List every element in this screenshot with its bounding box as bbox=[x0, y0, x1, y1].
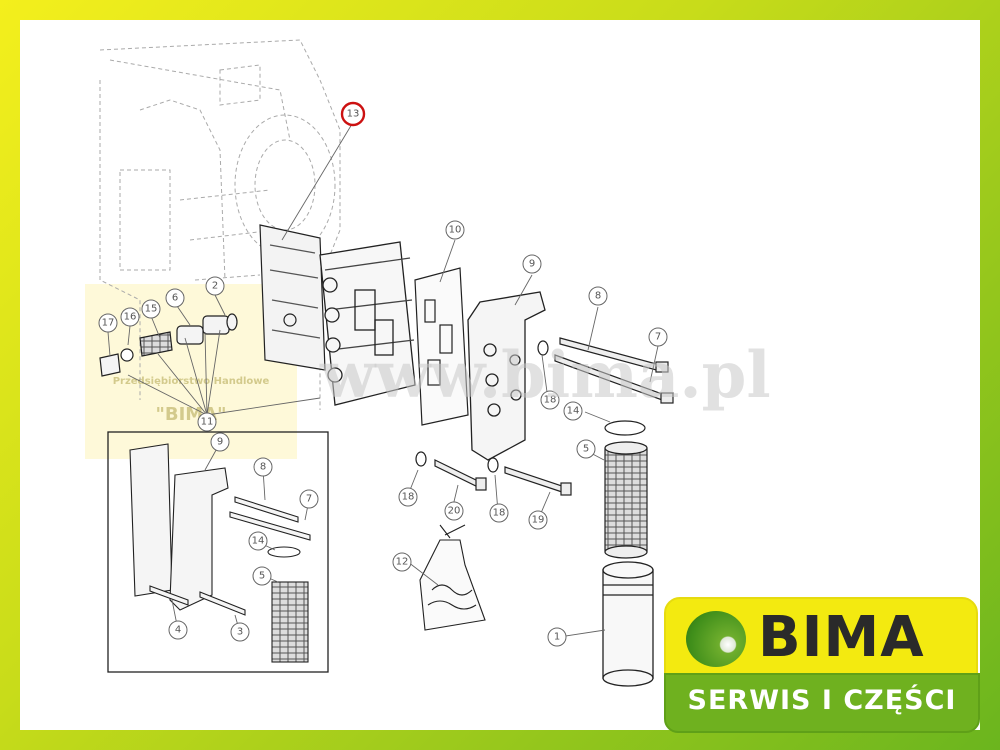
golf-ball-icon bbox=[686, 611, 746, 667]
svg-text:9: 9 bbox=[217, 437, 223, 448]
valve-plate-13 bbox=[259, 224, 326, 371]
callout-8: 8 bbox=[253, 457, 273, 477]
svg-text:14: 14 bbox=[567, 406, 580, 417]
svg-text:10: 10 bbox=[449, 225, 462, 236]
bolts-19-20 bbox=[434, 459, 572, 496]
logo-yellow-panel: BIMA bbox=[664, 597, 978, 679]
callout-14: 14 bbox=[248, 531, 268, 551]
callout-18: 18 bbox=[540, 390, 560, 410]
callout-15: 15 bbox=[141, 299, 161, 319]
svg-text:2: 2 bbox=[212, 281, 218, 292]
svg-text:4: 4 bbox=[175, 625, 181, 636]
svg-text:13: 13 bbox=[347, 109, 360, 120]
svg-text:12: 12 bbox=[396, 557, 409, 568]
callout-13: 13 bbox=[340, 101, 366, 127]
callout-2: 2 bbox=[205, 276, 225, 296]
svg-text:1: 1 bbox=[554, 632, 560, 643]
washers-18 bbox=[415, 340, 549, 473]
svg-text:9: 9 bbox=[529, 259, 535, 270]
small-parts-2-6-15-16-17 bbox=[99, 313, 238, 377]
callout-17: 17 bbox=[98, 313, 118, 333]
svg-text:3: 3 bbox=[237, 627, 243, 638]
svg-text:8: 8 bbox=[595, 291, 601, 302]
callout-9: 9 bbox=[210, 432, 230, 452]
callout-18: 18 bbox=[489, 503, 509, 523]
svg-text:7: 7 bbox=[306, 494, 312, 505]
logo-brand-text: BIMA bbox=[758, 605, 925, 670]
bolts-7-8 bbox=[554, 337, 674, 404]
svg-text:5: 5 bbox=[259, 571, 265, 582]
seal-kit-bag-12 bbox=[419, 524, 486, 631]
callout-4: 4 bbox=[168, 620, 188, 640]
svg-text:14: 14 bbox=[252, 536, 265, 547]
svg-text:17: 17 bbox=[102, 318, 115, 329]
bima-logo: BIMA SERWIS I CZĘŚCI bbox=[664, 597, 980, 737]
callout-1: 1 bbox=[547, 627, 567, 647]
control-valve-body bbox=[319, 241, 416, 406]
callout-18: 18 bbox=[398, 487, 418, 507]
valve-cover-9 bbox=[467, 291, 546, 461]
callout-11: 11 bbox=[197, 412, 217, 432]
svg-text:16: 16 bbox=[124, 312, 137, 323]
separator-plate-10 bbox=[414, 267, 469, 426]
logo-tagline: SERWIS I CZĘŚCI bbox=[687, 685, 957, 716]
callout-9: 9 bbox=[522, 254, 542, 274]
inset-parts bbox=[129, 443, 311, 663]
filter-element-5 bbox=[604, 420, 648, 559]
callout-16: 16 bbox=[120, 307, 140, 327]
svg-text:5: 5 bbox=[583, 444, 589, 455]
callouts: 13 10 9 8 7 2 6 15 16 17 11 18 14 5 18 2… bbox=[98, 101, 668, 647]
callout-10: 10 bbox=[445, 220, 465, 240]
callout-8: 8 bbox=[588, 286, 608, 306]
stamp-company-line: Przedsiębiorstwo Handlowe bbox=[112, 376, 270, 387]
callout-7: 7 bbox=[648, 327, 668, 347]
logo-green-panel: SERWIS I CZĘŚCI bbox=[664, 673, 980, 733]
callout-5: 5 bbox=[252, 566, 272, 586]
svg-text:7: 7 bbox=[655, 332, 661, 343]
callout-7: 7 bbox=[299, 489, 319, 509]
svg-text:15: 15 bbox=[145, 304, 158, 315]
diagram-canvas: Przedsiębiorstwo Handlowe "BIMA" bbox=[20, 20, 980, 730]
callout-20: 20 bbox=[444, 501, 464, 521]
svg-text:18: 18 bbox=[402, 492, 415, 503]
exploded-parts-diagram: 13 10 9 8 7 2 6 15 16 17 11 18 14 5 18 2… bbox=[98, 39, 674, 687]
svg-text:19: 19 bbox=[532, 515, 545, 526]
inset-detail-box bbox=[107, 431, 329, 673]
callout-6: 6 bbox=[165, 288, 185, 308]
callout-3: 3 bbox=[230, 622, 250, 642]
watermark-text: www.bima.pl bbox=[320, 338, 771, 413]
callout-12: 12 bbox=[392, 552, 412, 572]
filter-housing-1 bbox=[602, 561, 654, 687]
svg-text:20: 20 bbox=[448, 506, 461, 517]
svg-text:18: 18 bbox=[493, 508, 506, 519]
callout-14: 14 bbox=[563, 401, 583, 421]
svg-text:18: 18 bbox=[544, 395, 557, 406]
svg-text:11: 11 bbox=[201, 417, 214, 428]
svg-text:8: 8 bbox=[260, 462, 266, 473]
callout-19: 19 bbox=[528, 510, 548, 530]
svg-text:6: 6 bbox=[172, 293, 178, 304]
callout-5: 5 bbox=[576, 439, 596, 459]
